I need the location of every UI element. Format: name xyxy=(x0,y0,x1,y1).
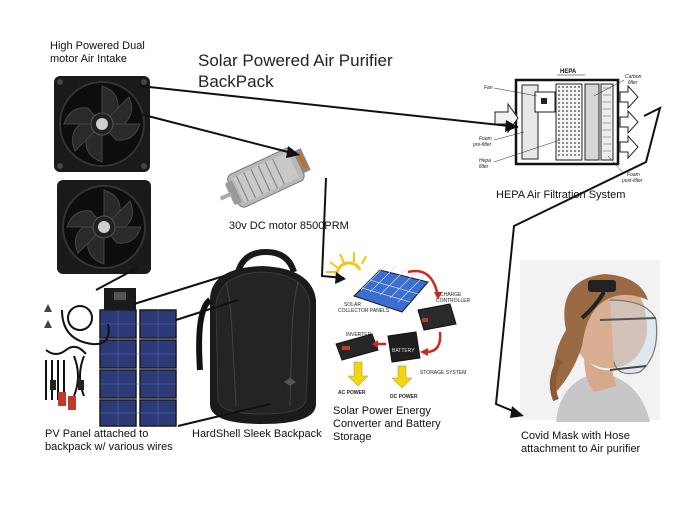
hepa-foam-pre-label-2: pre-filter xyxy=(472,142,492,148)
mask-label: Covid Mask with Hose attachment to Air p… xyxy=(521,430,640,456)
hepa-foam-post-label: Foam xyxy=(627,172,640,178)
energy-solar-label-2: COLLECTOR PANELS xyxy=(338,308,390,314)
mask-label-line-1: Covid Mask with Hose xyxy=(521,430,630,442)
hepa-diagram: HEPA Fan Foam pre-filter Hepa filter Car… xyxy=(472,69,643,184)
storage-label-line-3: Storage xyxy=(333,431,372,443)
line-backpack-to-panel-1 xyxy=(133,275,225,305)
line-backpack-to-panel-2 xyxy=(175,299,239,321)
energy-dc-label: DC POWER xyxy=(390,394,418,400)
backpack-label: HardShell Sleek Backpack xyxy=(192,428,322,440)
fan-label-line-2: motor Air Intake xyxy=(50,53,128,65)
backpack-image xyxy=(196,248,316,424)
arrow-fan-to-hepa xyxy=(139,85,519,128)
arrow-fan-to-motor xyxy=(139,113,297,155)
pv-panel-image xyxy=(44,288,177,427)
arrow-hepa-to-mask xyxy=(494,106,662,415)
mask-person-image xyxy=(520,260,660,422)
storage-label-line-1: Solar Power Energy xyxy=(333,405,431,417)
fan-bottom-image xyxy=(57,180,151,274)
hepa-filter-label-2: filter xyxy=(479,164,489,170)
fan-top-image xyxy=(54,76,150,172)
energy-battery-label-2: STORAGE SYSTEM xyxy=(420,370,466,376)
mask-label-line-2: attachment to Air purifier xyxy=(521,443,641,455)
hepa-filter-label: Hepa xyxy=(479,158,491,164)
hepa-foam-pre-label: Foam xyxy=(479,136,492,142)
energy-solar-label: SOLAR xyxy=(344,302,361,308)
fan-label: High Powered Dual motor Air Intake xyxy=(50,40,145,66)
fan-label-line-1: High Powered Dual xyxy=(50,40,145,52)
arrow-heads xyxy=(286,120,524,418)
storage-label-line-2: Converter and Battery xyxy=(333,418,441,430)
pv-panel-label: PV Panel attached to backpack w/ various… xyxy=(45,428,173,454)
hepa-heading: HEPA xyxy=(560,69,577,75)
hepa-foam-post-label-2: post-filter xyxy=(621,178,643,184)
page-title: Solar Powered Air Purifier BackPack xyxy=(198,50,393,92)
line-backpack-to-panel-3 xyxy=(177,403,271,427)
dc-motor-image xyxy=(219,147,311,208)
pv-panel-label-line-2: backpack w/ various wires xyxy=(45,441,173,453)
energy-charge-label-2: CONTROLLER xyxy=(436,298,471,304)
energy-battery-label: BATTERY xyxy=(392,348,415,354)
energy-charge-label: CHARGE xyxy=(440,292,462,298)
line-fan-to-panel xyxy=(95,267,138,291)
title-line-1: Solar Powered Air Purifier xyxy=(198,51,393,70)
energy-ac-label: AC POWER xyxy=(338,390,366,396)
energy-system-diagram: SOLAR COLLECTOR PANELS CHARGE CONTROLLER… xyxy=(326,252,471,400)
storage-label: Solar Power Energy Converter and Battery… xyxy=(333,405,441,444)
hepa-carbon-label: Carbon xyxy=(625,74,642,80)
hepa-carbon-label-2: filter xyxy=(628,80,638,86)
hepa-fan-label: Fan xyxy=(484,85,493,91)
pv-panel-label-line-1: PV Panel attached to xyxy=(45,428,149,440)
hepa-label: HEPA Air Filtration System xyxy=(496,189,626,201)
motor-label: 30v DC motor 8500PRM xyxy=(229,220,349,232)
energy-inverter-label: INVERTER xyxy=(346,332,372,338)
title-line-2: BackPack xyxy=(198,72,274,91)
